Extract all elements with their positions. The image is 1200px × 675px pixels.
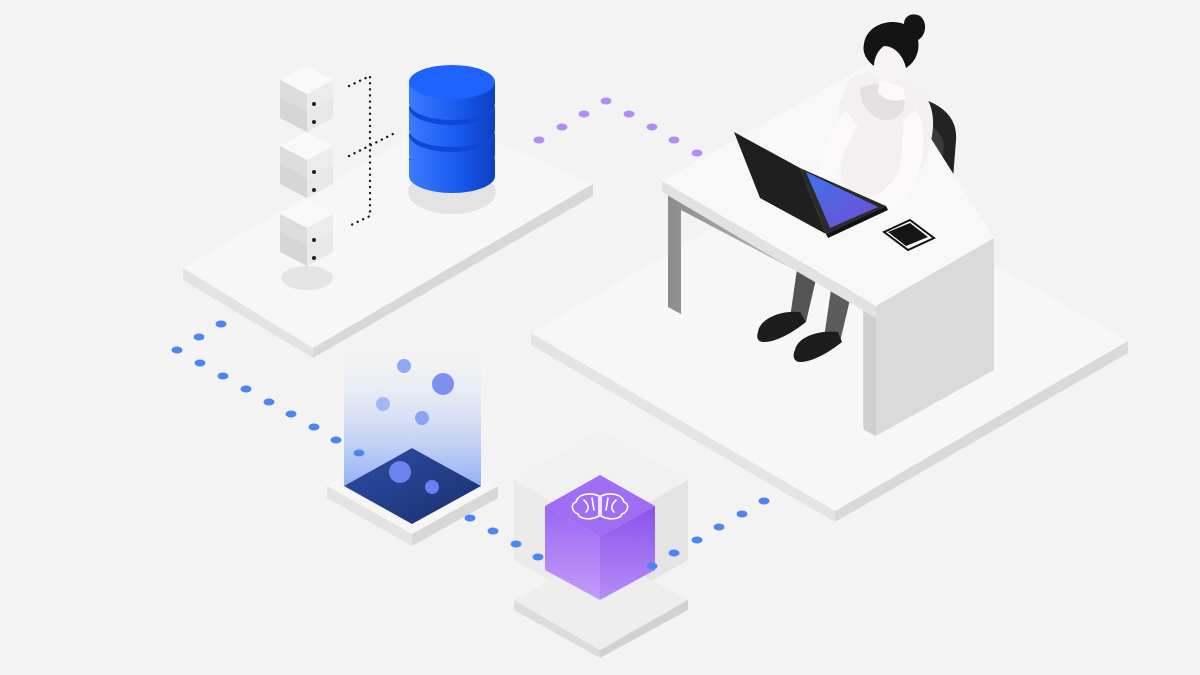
desk xyxy=(668,188,876,434)
data-particles-icon xyxy=(327,340,498,546)
smartphone-icon xyxy=(882,218,936,252)
purple-connector-dots xyxy=(533,97,703,157)
server-unit xyxy=(280,200,333,266)
server-stack-icon xyxy=(280,66,333,290)
server-unit xyxy=(280,66,333,132)
platform-right-edge xyxy=(835,341,1128,522)
server-unit xyxy=(280,132,333,198)
platform-right-edge xyxy=(313,184,593,358)
laptop-icon xyxy=(734,132,888,238)
hair xyxy=(863,14,926,69)
data-source-platform xyxy=(183,118,593,358)
database-icon xyxy=(408,65,496,214)
platform-left-edge xyxy=(183,268,313,358)
blue-connector-dots xyxy=(171,320,770,570)
well-opening xyxy=(344,448,481,524)
server-connection-lines xyxy=(347,74,399,228)
brain-icon xyxy=(545,475,655,600)
ai-processing-cube xyxy=(514,430,688,658)
platform-left-edge xyxy=(531,333,835,522)
